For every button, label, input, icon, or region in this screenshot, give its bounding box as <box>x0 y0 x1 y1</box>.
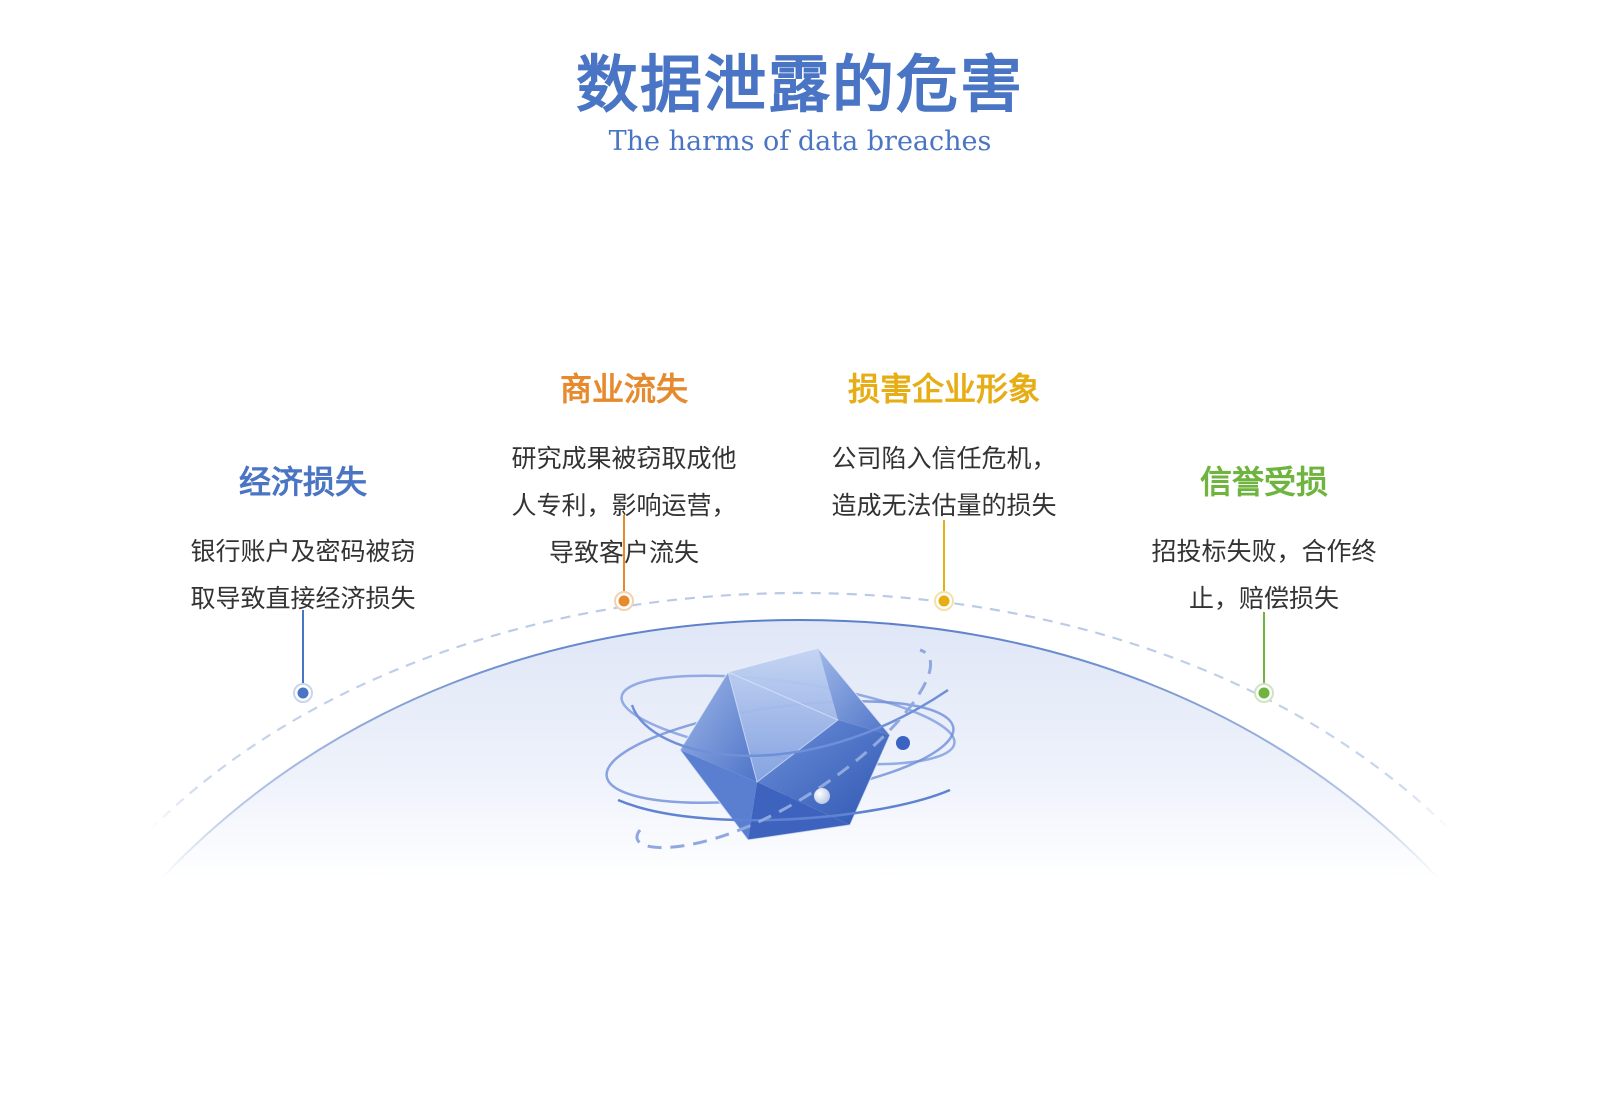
harm-line: 止，赔偿损失 <box>1188 584 1339 613</box>
page-title: 数据泄露的危害 <box>575 48 1024 121</box>
dome-outline <box>159 618 1441 881</box>
dashed-orbit-arc <box>149 591 1451 831</box>
node-dot-4 <box>1254 683 1274 703</box>
harm-description: 招投标失败，合作终 止，赔偿损失 <box>1114 528 1414 622</box>
harm-card-reputation: 信誉受损 招投标失败，合作终 止，赔偿损失 <box>1114 462 1414 622</box>
harm-line: 研究成果被窃取成他 <box>511 444 737 473</box>
harm-card-corporate-image: 损害企业形象 公司陷入信任危机， 造成无法估量的损失 <box>794 369 1094 529</box>
harm-card-business-loss: 商业流失 研究成果被窃取成他 人专利，影响运营， 导致客户流失 <box>474 369 774 576</box>
page-subtitle: The harms of data breaches <box>608 126 992 157</box>
harm-line: 造成无法估量的损失 <box>831 491 1057 520</box>
harm-line: 人专利，影响运营， <box>511 491 737 520</box>
harm-title: 信誉受损 <box>1199 463 1328 501</box>
harm-line: 取导致直接经济损失 <box>190 584 416 613</box>
harm-line: 公司陷入信任危机， <box>831 444 1057 473</box>
harm-line: 导致客户流失 <box>548 538 699 567</box>
harm-line: 招投标失败，合作终 <box>1151 537 1377 566</box>
harm-description: 公司陷入信任危机， 造成无法估量的损失 <box>794 435 1094 529</box>
harm-title: 经济损失 <box>238 463 367 501</box>
harm-title: 损害企业形象 <box>847 370 1040 408</box>
harm-description: 银行账户及密码被窃 取导致直接经济损失 <box>153 528 453 622</box>
harm-title: 商业流失 <box>559 370 688 408</box>
harm-description: 研究成果被窃取成他 人专利，影响运营， 导致客户流失 <box>474 435 774 576</box>
harm-card-economic-loss: 经济损失 银行账户及密码被窃 取导致直接经济损失 <box>153 462 453 622</box>
node-dot-2 <box>614 591 634 611</box>
crystal-core-icon <box>605 647 956 850</box>
harm-line: 银行账户及密码被窃 <box>190 537 416 566</box>
node-dot-1 <box>293 683 313 703</box>
node-dot-3 <box>934 591 954 611</box>
